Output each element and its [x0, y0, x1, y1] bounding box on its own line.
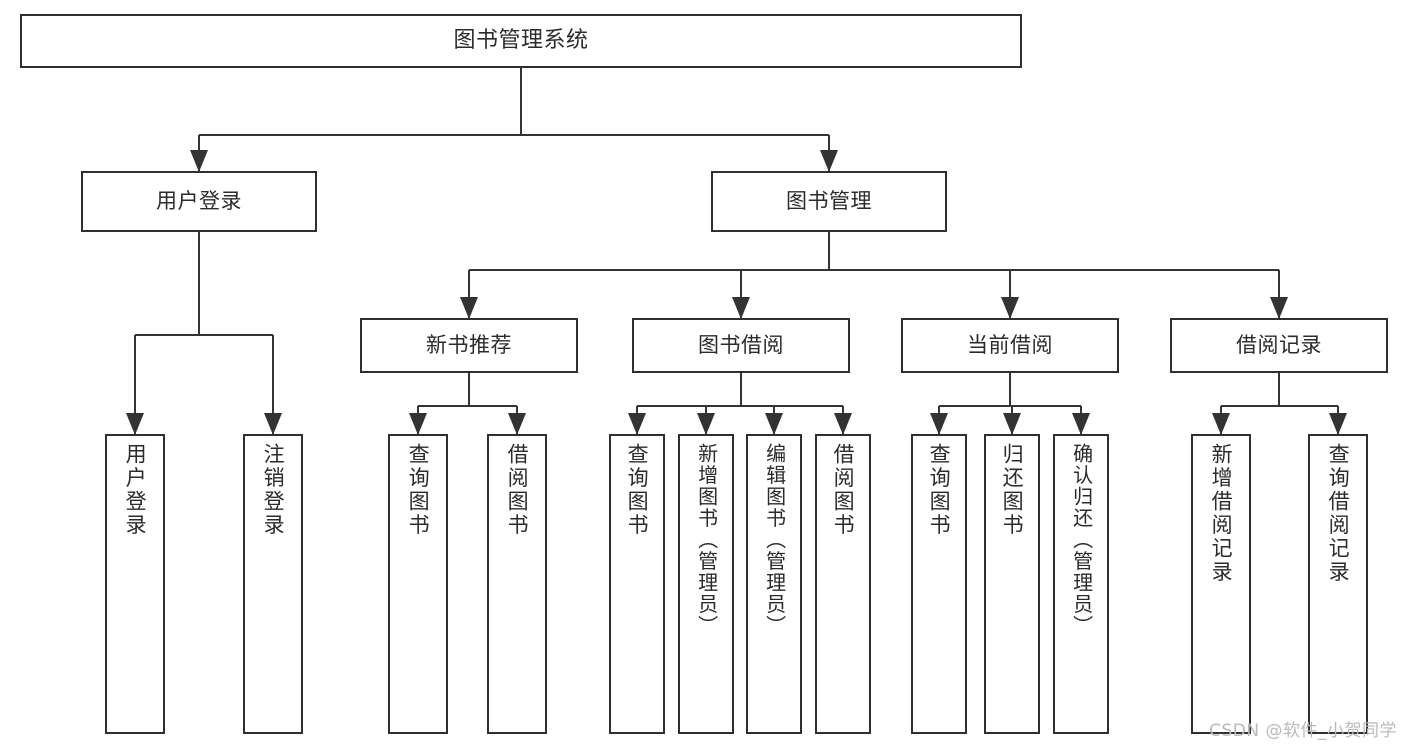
node-label: 图书管理系统 — [453, 28, 589, 54]
node-label: 新增借阅记录 — [1209, 443, 1234, 584]
node-leaf-logout-login[interactable]: 注销登录 — [243, 434, 303, 734]
node-label: 查询图书 — [625, 443, 650, 537]
watermark-label: CSDN @软件_小贺同学 — [1209, 721, 1397, 741]
node-root[interactable]: 图书管理系统 — [20, 14, 1022, 68]
node-label: 用户登录 — [123, 443, 148, 537]
node-label: 编辑图书（管理员） — [762, 443, 787, 637]
node-label: 新增图书（管理员） — [694, 443, 719, 637]
node-label: 当前借阅 — [967, 333, 1053, 358]
node-leaf-query-borrow-record[interactable]: 查询借阅记录 — [1308, 434, 1368, 734]
node-book-manage[interactable]: 图书管理 — [711, 171, 947, 232]
node-book-borrow[interactable]: 图书借阅 — [632, 318, 850, 373]
node-leaf-borrow-book-1[interactable]: 借阅图书 — [487, 434, 547, 734]
node-leaf-user-login[interactable]: 用户登录 — [105, 434, 165, 734]
node-label: 查询图书 — [406, 443, 431, 537]
node-leaf-return-book[interactable]: 归还图书 — [984, 434, 1040, 734]
node-leaf-query-book-2[interactable]: 查询图书 — [609, 434, 665, 734]
node-user-login[interactable]: 用户登录 — [81, 171, 317, 232]
node-label: 查询图书 — [927, 443, 952, 537]
node-label: 归还图书 — [1000, 443, 1025, 537]
node-leaf-borrow-book-2[interactable]: 借阅图书 — [815, 434, 871, 734]
node-leaf-edit-book[interactable]: 编辑图书（管理员） — [746, 434, 802, 734]
node-label: 借阅记录 — [1236, 333, 1322, 358]
node-leaf-confirm-return[interactable]: 确认归还（管理员） — [1053, 434, 1109, 734]
node-borrow-record[interactable]: 借阅记录 — [1170, 318, 1388, 373]
node-label: 图书管理 — [786, 189, 872, 214]
node-leaf-add-borrow-record[interactable]: 新增借阅记录 — [1191, 434, 1251, 734]
node-leaf-add-book[interactable]: 新增图书（管理员） — [678, 434, 734, 734]
node-label: 借阅图书 — [505, 443, 530, 537]
node-label: 用户登录 — [156, 189, 242, 214]
node-label: 注销登录 — [261, 443, 286, 537]
node-label: 借阅图书 — [831, 443, 856, 537]
node-label: 查询借阅记录 — [1326, 443, 1351, 584]
node-label: 新书推荐 — [426, 333, 512, 358]
node-label: 确认归还（管理员） — [1069, 443, 1094, 637]
node-current-borrow[interactable]: 当前借阅 — [901, 318, 1119, 373]
node-label: 图书借阅 — [698, 333, 784, 358]
node-leaf-query-book-3[interactable]: 查询图书 — [911, 434, 967, 734]
node-leaf-query-book-1[interactable]: 查询图书 — [388, 434, 448, 734]
node-new-book-recommend[interactable]: 新书推荐 — [360, 318, 578, 373]
